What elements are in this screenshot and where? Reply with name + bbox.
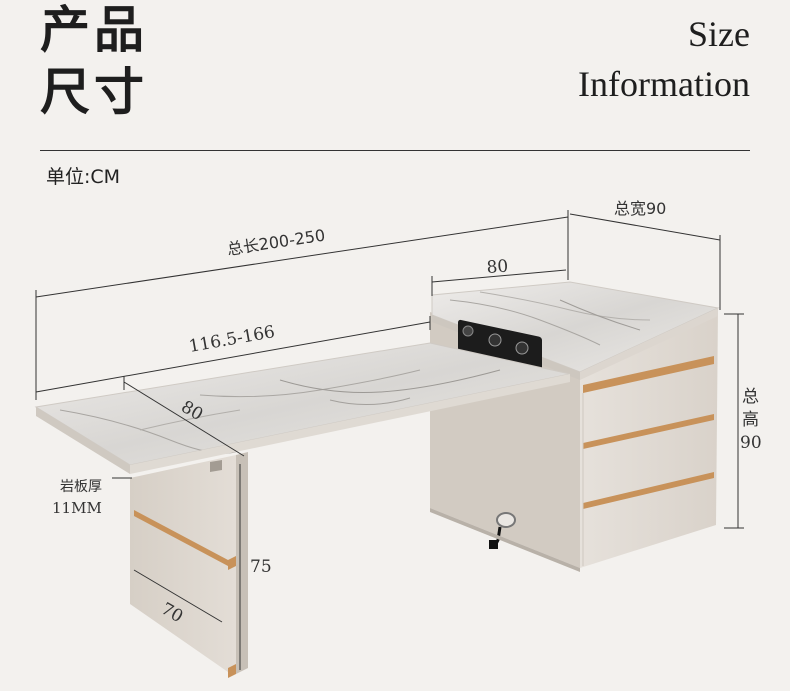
total-length-label: 总长200-250 [226, 226, 327, 259]
title-cn-line1: 产品 [40, 1, 148, 59]
leg-height-label: 75 [250, 557, 272, 577]
title-en-line2: Information [578, 64, 750, 104]
desk-leg [130, 455, 236, 672]
title-en-line1: Size [688, 14, 750, 54]
knob-icon [488, 333, 502, 347]
total-width-label: 总宽90 [614, 199, 666, 218]
height-label-cn2: 高 [742, 410, 759, 430]
title-cn-line2: 尺寸 [40, 63, 148, 121]
cabinet-depth-label: 80 [486, 257, 509, 278]
desk [34, 342, 571, 678]
header-divider [40, 150, 750, 151]
knob-icon [515, 341, 529, 355]
slab-thickness-value: 11MM [52, 499, 102, 517]
slab-thickness-label: 岩板厚 [60, 479, 102, 495]
dimension-lines [35, 210, 744, 670]
height-label-cn1: 总 [742, 387, 759, 407]
cabinet-front [580, 308, 718, 568]
unit-label: 单位:CM [46, 166, 121, 188]
height-value-label: 90 [740, 433, 762, 453]
cabinet [430, 281, 720, 572]
knob-icon [462, 325, 474, 337]
cable-grommet-icon [496, 512, 516, 528]
drawer-fronts [582, 356, 714, 566]
